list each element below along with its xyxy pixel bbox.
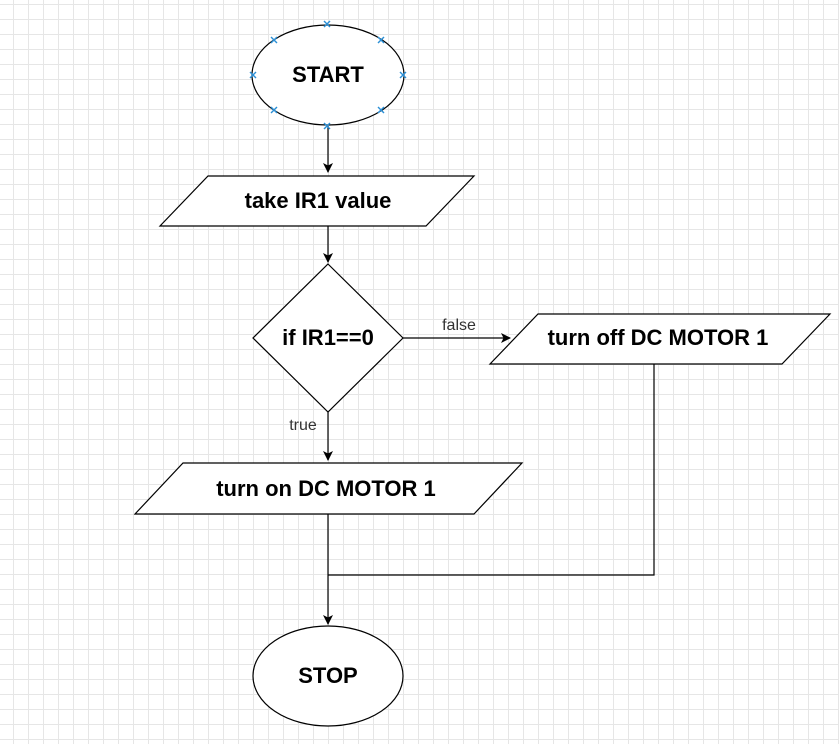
edge-label-false: false <box>442 317 476 334</box>
start-node-label: START <box>292 62 364 87</box>
selection-handle[interactable] <box>377 36 385 44</box>
selection-handle[interactable] <box>323 122 331 130</box>
decision-node-label: if IR1==0 <box>282 325 374 350</box>
input-node-label: take IR1 value <box>245 188 392 213</box>
motor-on-node-label: turn on DC MOTOR 1 <box>216 476 436 501</box>
selection-handle[interactable] <box>399 71 407 79</box>
selection-handle[interactable] <box>377 106 385 114</box>
motor-off-node[interactable]: turn off DC MOTOR 1 <box>488 313 832 365</box>
selection-handle[interactable] <box>270 36 278 44</box>
start-node[interactable]: START <box>249 20 407 130</box>
motor-on-node[interactable]: turn on DC MOTOR 1 <box>133 462 524 515</box>
stop-node-label: STOP <box>298 663 358 688</box>
selection-handles[interactable] <box>249 20 407 130</box>
input-node[interactable]: take IR1 value <box>158 175 476 227</box>
motor-off-node-label: turn off DC MOTOR 1 <box>548 325 769 350</box>
edge-label-true: true <box>289 417 317 434</box>
edge-motor-off-to-stop[interactable] <box>328 364 655 576</box>
decision-node[interactable]: if IR1==0 <box>252 263 404 413</box>
selection-handle[interactable] <box>323 20 331 28</box>
selection-handle[interactable] <box>249 71 257 79</box>
selection-handle[interactable] <box>270 106 278 114</box>
stop-node[interactable]: STOP <box>252 625 404 727</box>
